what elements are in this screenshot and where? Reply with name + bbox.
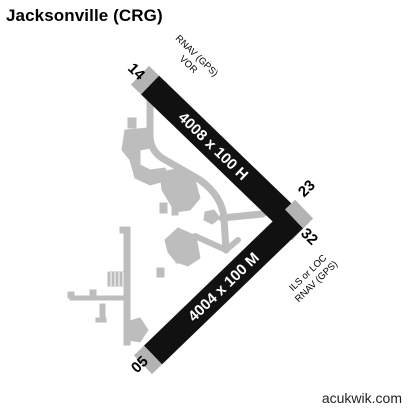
airport-title: Jacksonville (CRG) xyxy=(6,6,163,25)
approach-rwy14-1: RNAV (GPS) xyxy=(173,33,220,79)
watermark: acukwik.com xyxy=(321,390,402,406)
approaches-rwy14: RNAV (GPS) VOR xyxy=(173,33,220,79)
runway-end-23-label: 23 xyxy=(295,177,319,201)
taxiways-and-buildings xyxy=(67,96,282,346)
approaches-rwy32: ILS or LOC RNAV (GPS) xyxy=(287,253,340,305)
